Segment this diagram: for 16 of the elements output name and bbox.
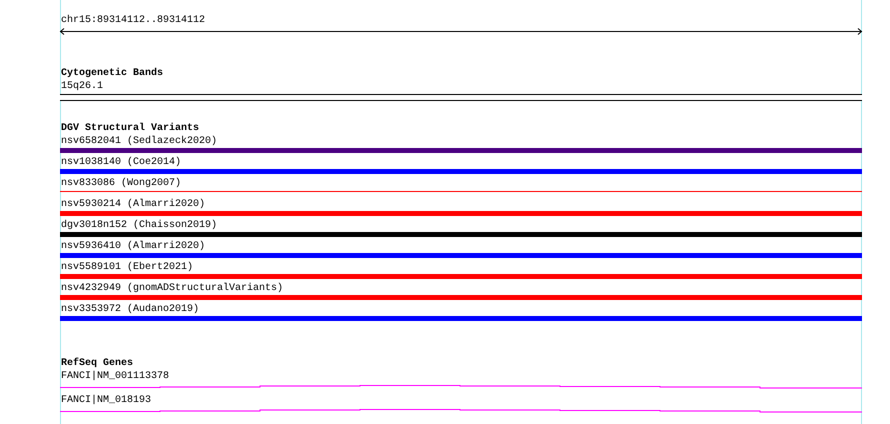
feature-label: nsv5589101 (Ebert2021) bbox=[60, 261, 194, 274]
feature-label: FANCI|NM_001113378 bbox=[60, 370, 170, 383]
track-title: Cytogenetic Bands bbox=[60, 67, 164, 80]
feature-label: nsv5936410 (Almarri2020) bbox=[60, 240, 206, 253]
feature-label: nsv1038140 (Coe2014) bbox=[60, 156, 182, 169]
feature-label: nsv4232949 (gnomADStructuralVariants) bbox=[60, 282, 284, 295]
track-title: DGV Structural Variants bbox=[60, 122, 200, 135]
feature-label: nsv6582041 (Sedlazeck2020) bbox=[60, 135, 218, 148]
feature-label: dgv3018n152 (Chaisson2019) bbox=[60, 219, 218, 232]
feature-label: FANCI|NM_018193 bbox=[60, 394, 152, 407]
feature-label: nsv833086 (Wong2007) bbox=[60, 177, 182, 190]
coordinate-label: chr15:89314112..89314112 bbox=[61, 14, 206, 27]
feature-label: 15q26.1 bbox=[60, 80, 104, 93]
feature-label: nsv5930214 (Almarri2020) bbox=[60, 198, 206, 211]
track-title: RefSeq Genes bbox=[60, 357, 134, 370]
feature-label: nsv3353972 (Audano2019) bbox=[60, 303, 200, 316]
